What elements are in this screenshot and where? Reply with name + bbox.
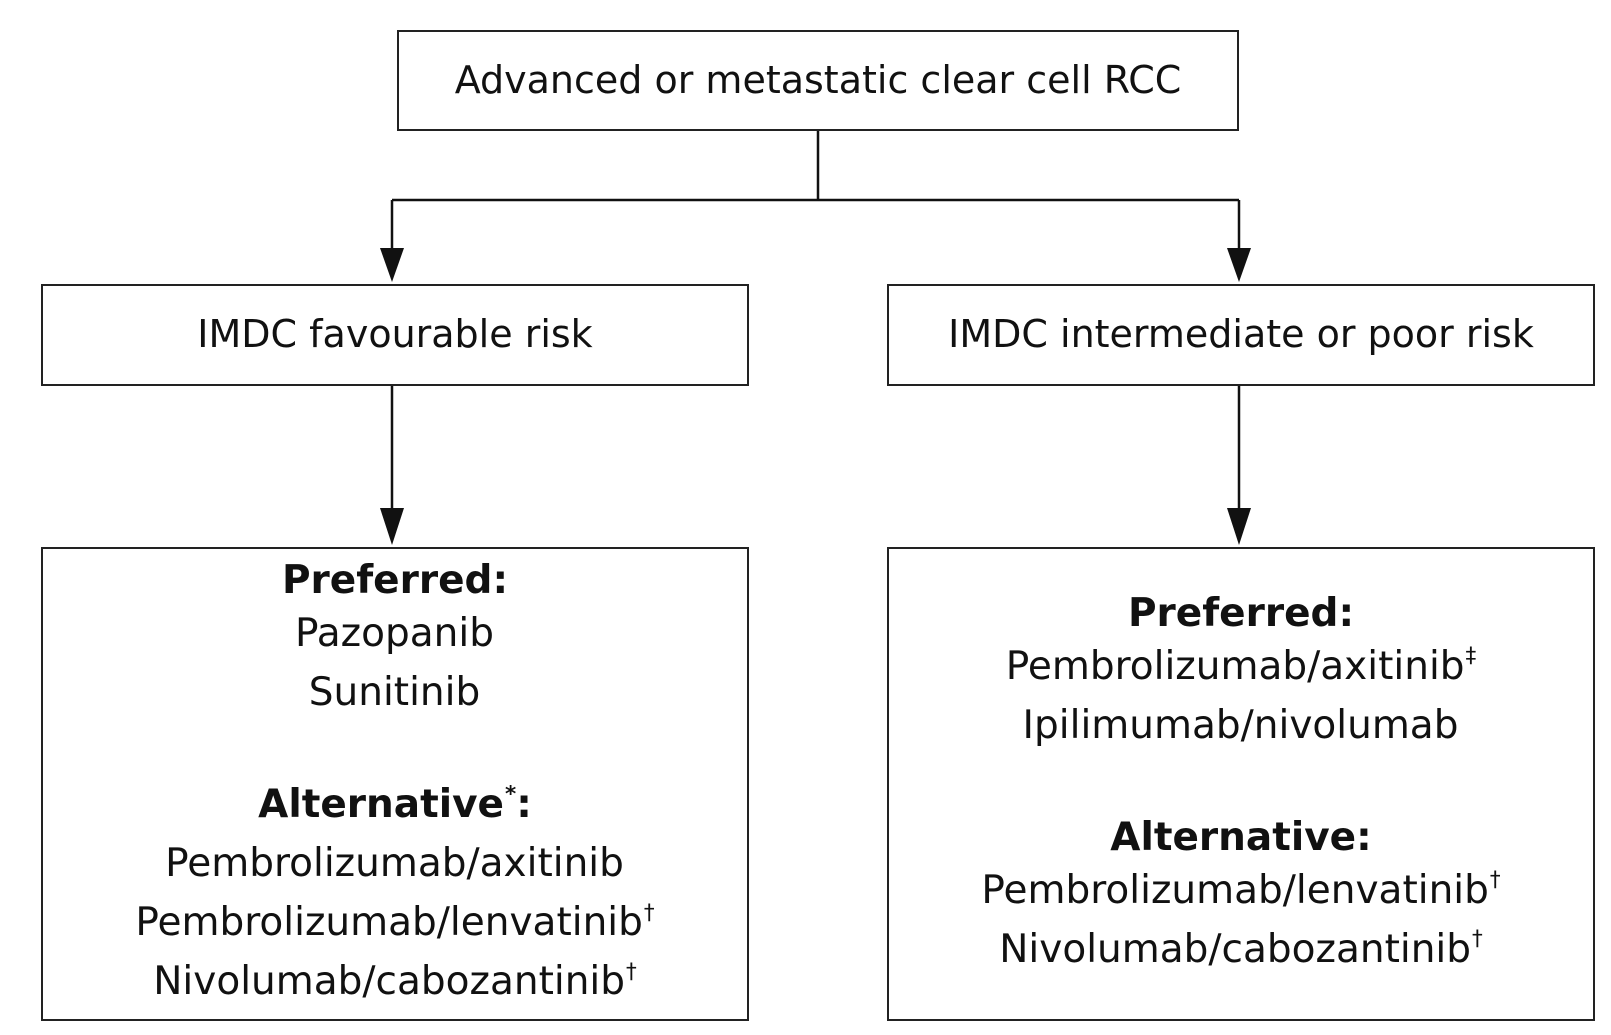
intermediate-alternative-item: Nivolumab/cabozantinib†: [999, 926, 1483, 972]
arrowhead-to-favourable-treatment: [380, 508, 404, 545]
intermediate-preferred-item: Ipilimumab/nivolumab: [1022, 702, 1459, 748]
asterisk-footnote-mark: *: [505, 781, 517, 807]
intermediate-alternative-header: Alternative:: [1110, 814, 1372, 860]
favourable-alternative-header: Alternative*:: [258, 781, 532, 827]
intermediate-alternative-item: Pembrolizumab/lenvatinib†: [981, 867, 1501, 913]
favourable-alternative-item: Pembrolizumab/axitinib: [165, 841, 624, 886]
favourable-preferred-item: Sunitinib: [308, 670, 481, 715]
favourable-risk-node: IMDC favourable risk: [41, 284, 749, 386]
favourable-treatment-box: Preferred: Pazopanib Sunitinib Alternati…: [41, 547, 749, 1021]
root-node: Advanced or metastatic clear cell RCC: [397, 30, 1239, 131]
root-node-label: Advanced or metastatic clear cell RCC: [454, 57, 1182, 102]
arrowhead-to-intermediate: [1227, 248, 1251, 282]
intermediate-preferred-item: Pembrolizumab/axitinib‡: [1005, 643, 1477, 689]
intermediate-poor-risk-label: IMDC intermediate or poor risk: [948, 312, 1534, 357]
favourable-risk-label: IMDC favourable risk: [197, 312, 593, 357]
favourable-preferred-header: Preferred:: [281, 558, 509, 603]
arrowhead-to-intermediate-treatment: [1227, 508, 1251, 545]
intermediate-poor-treatment-box: Preferred: Pembrolizumab/axitinib‡ Ipili…: [887, 547, 1595, 1021]
favourable-preferred-item: Pazopanib: [295, 611, 494, 656]
intermediate-poor-risk-node: IMDC intermediate or poor risk: [887, 284, 1595, 386]
arrowhead-to-favourable: [380, 248, 404, 282]
favourable-alternative-item: Nivolumab/cabozantinib†: [153, 958, 637, 1004]
favourable-alternative-item: Pembrolizumab/lenvatinib†: [135, 899, 655, 945]
intermediate-preferred-header: Preferred:: [1127, 590, 1355, 636]
